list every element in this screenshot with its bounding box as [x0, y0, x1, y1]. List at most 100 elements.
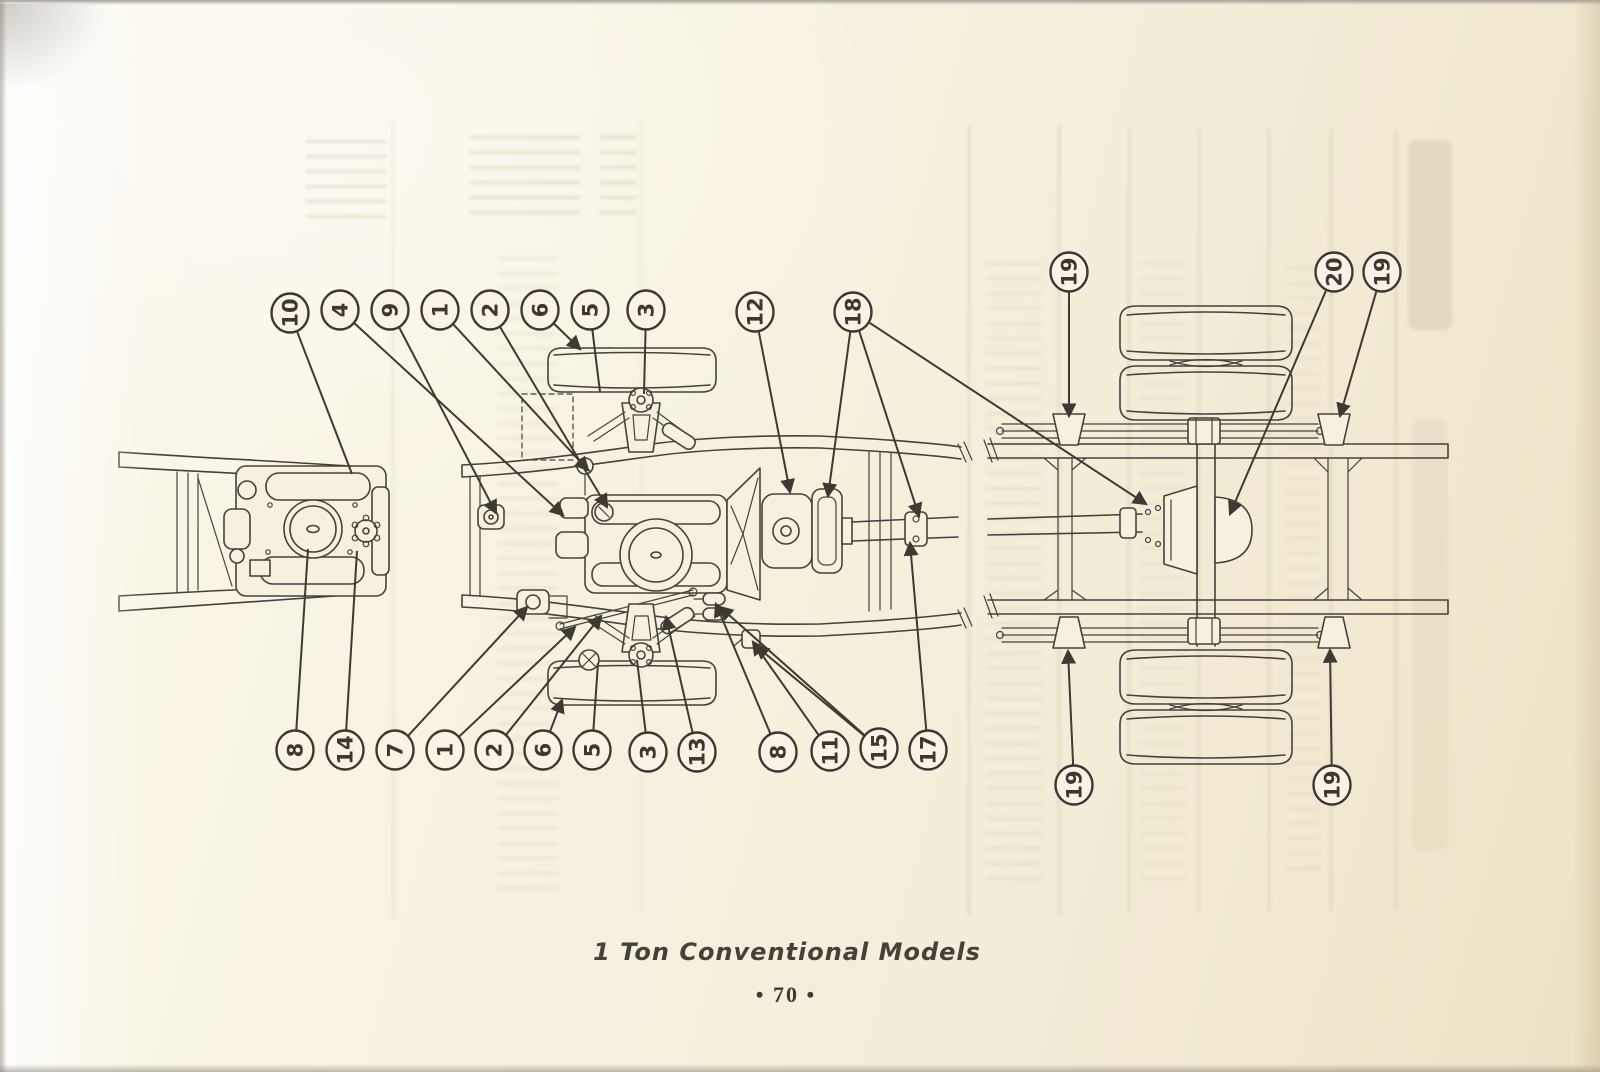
- callout-circle-2: [470, 289, 510, 331]
- leader-line: [822, 330, 852, 499]
- callout-number: 6: [532, 743, 556, 758]
- callout-number: 17: [917, 735, 941, 764]
- callout-circle-3: [628, 731, 668, 773]
- callout-8: 8: [714, 601, 798, 773]
- callout-circle-5: [572, 729, 612, 771]
- page-edge-left: [0, 0, 7, 1072]
- leader-line: [1228, 288, 1328, 517]
- callout-circle-2: [474, 729, 514, 771]
- callout-5: 5: [570, 289, 610, 393]
- callout-5: 5: [572, 662, 612, 771]
- page-edge-bottom: [0, 1064, 1600, 1072]
- callout-circle-6: [523, 729, 563, 771]
- callout-circle-13: [677, 731, 717, 773]
- callout-circle-12: [735, 291, 775, 333]
- leader-line: [295, 548, 309, 732]
- callout-number: 19: [1058, 257, 1082, 286]
- chassis-front-section: [461, 347, 973, 706]
- callout-circle-19: [1054, 764, 1094, 806]
- callout-number: 12: [744, 297, 768, 326]
- figure-caption: 1 Ton Conventional Models: [593, 938, 981, 966]
- callout-number: 9: [379, 303, 403, 318]
- callout-number: 3: [635, 303, 659, 318]
- callout-circle-5: [570, 289, 610, 331]
- callout-circle-10: [270, 292, 310, 334]
- callout-number: 19: [1321, 770, 1345, 799]
- callout-circle-8: [758, 731, 798, 773]
- callout-circle-3: [626, 289, 666, 331]
- callout-8: 8: [275, 548, 315, 771]
- callout-circle-4: [320, 289, 360, 331]
- callout-number: 1: [429, 303, 453, 318]
- leader-line: [857, 329, 923, 519]
- leader-line: [352, 321, 565, 517]
- callout-circle-9: [370, 289, 410, 331]
- callout-number: 5: [579, 303, 603, 318]
- leader-line: [714, 601, 772, 736]
- callout-number: 18: [842, 297, 866, 326]
- leader-line: [1061, 648, 1077, 767]
- leader-line: [552, 322, 582, 351]
- callout-number: 8: [767, 745, 791, 760]
- leader-line: [867, 321, 1148, 506]
- callout-12: 12: [735, 291, 795, 495]
- spring-hanger: [1052, 413, 1086, 446]
- callout-circle-11: [810, 730, 850, 772]
- callout-1: 1: [420, 289, 590, 472]
- callout-14: 14: [325, 550, 365, 771]
- leader-line: [1336, 289, 1378, 419]
- leader-line: [636, 659, 647, 734]
- callout-circle-18: [833, 291, 873, 333]
- leader-line: [498, 325, 609, 509]
- callout-19: 19: [1312, 647, 1352, 806]
- callout-19: 19: [1054, 648, 1094, 806]
- callout-number: 2: [479, 303, 503, 318]
- callout-13: 13: [661, 614, 717, 773]
- leader-line: [548, 697, 565, 734]
- callout-number: 5: [581, 743, 605, 758]
- callout-number: 10: [279, 298, 303, 327]
- callout-6: 6: [520, 289, 582, 351]
- callout-circle-1: [420, 289, 460, 331]
- callout-circle-7: [375, 729, 415, 771]
- callout-number: 19: [1371, 257, 1395, 286]
- callout-number: 7: [384, 743, 408, 758]
- leader-line: [903, 540, 928, 732]
- callout-9: 9: [370, 289, 498, 515]
- callout-17: 17: [903, 540, 948, 771]
- spring-hanger: [1317, 616, 1351, 649]
- engine-top-view: [118, 451, 390, 612]
- leader-line: [1322, 647, 1338, 767]
- callout-number: 13: [686, 737, 710, 766]
- callout-2: 2: [474, 614, 603, 771]
- callout-number: 1: [434, 743, 458, 758]
- page-number: • 70 •: [755, 982, 817, 1007]
- leader-line: [643, 328, 647, 395]
- page-edge-right: [1574, 0, 1600, 1072]
- callout-number: 15: [868, 733, 892, 762]
- spring-hanger: [1052, 616, 1086, 649]
- callout-number: 8: [284, 743, 308, 758]
- callout-6: 6: [523, 697, 565, 771]
- scan-corner-shadow: [0, 4, 110, 94]
- callout-10: 10: [270, 292, 353, 475]
- callout-number: 11: [819, 736, 843, 765]
- leader-line: [406, 605, 529, 738]
- callout-number: 19: [1063, 770, 1087, 799]
- callout-2: 2: [470, 289, 609, 509]
- callout-7: 7: [375, 605, 529, 771]
- leader-line: [295, 329, 353, 475]
- leader-line: [661, 614, 694, 735]
- callout-1: 1: [425, 625, 577, 771]
- callout-circle-19: [1049, 251, 1089, 293]
- callout-circle-20: [1314, 251, 1354, 293]
- callout-circle-6: [520, 289, 560, 331]
- leader-line: [397, 325, 498, 515]
- callout-19: 19: [1049, 251, 1089, 419]
- callout-3: 3: [628, 659, 668, 773]
- callout-number: 4: [329, 303, 353, 318]
- leader-line: [757, 330, 795, 495]
- callout-number: 2: [483, 743, 507, 758]
